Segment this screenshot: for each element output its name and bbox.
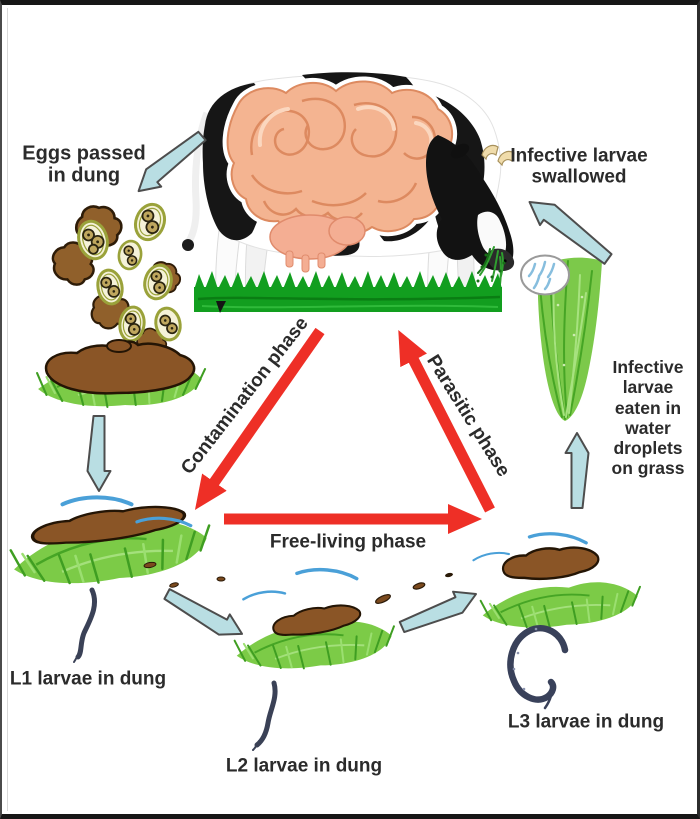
cow-intestines xyxy=(228,81,454,234)
cow-grass-strip xyxy=(194,271,502,313)
dung-pellet-trail xyxy=(375,572,453,604)
l3-larva xyxy=(507,624,569,703)
arrow-l3-to-grass xyxy=(564,432,590,509)
l3-larvae-label: L3 larvae in dung xyxy=(507,711,665,733)
cow-tail xyxy=(185,111,211,243)
l2-station xyxy=(216,565,398,751)
eggs-passed-label: Eggs passed in dung xyxy=(22,142,146,187)
grass-tuft xyxy=(537,257,602,421)
cow-illustration xyxy=(182,72,515,313)
arrow-grass-to-cow xyxy=(528,200,613,265)
dung-pat xyxy=(44,340,196,395)
arrow-l2-to-l3 xyxy=(398,590,477,634)
arrow-l1-to-l2 xyxy=(163,588,244,636)
l2-larva xyxy=(254,680,278,748)
parasitic-phase-arrow xyxy=(398,330,495,513)
contamination-phase-arrow xyxy=(194,327,325,510)
l2-larvae-label: L2 larvae in dung xyxy=(225,755,383,777)
dung-pat-station xyxy=(36,339,207,409)
cow-udder xyxy=(269,214,366,273)
worm-eggs xyxy=(77,202,182,343)
arrow-cow-to-eggs xyxy=(137,130,207,193)
l3-station xyxy=(471,529,644,710)
l1-station xyxy=(7,497,216,663)
eggs-in-dung-cluster xyxy=(43,202,184,360)
infective-eaten-label: Infective larvae eaten in water droplets… xyxy=(611,357,685,479)
life-cycle-scene xyxy=(7,72,644,751)
l1-larvae-label: L1 larvae in dung xyxy=(9,668,167,690)
cow-horn xyxy=(497,150,515,167)
frame-inner-line xyxy=(7,8,8,811)
infective-swallowed-label: Infective larvae swallowed xyxy=(510,145,648,188)
cow-horn xyxy=(481,144,499,161)
water-droplet-oval xyxy=(520,254,570,296)
free-living-phase-label: Free-living phase xyxy=(269,531,427,553)
phase-arrows xyxy=(194,327,495,534)
arrow-eggs-to-l1 xyxy=(86,415,112,492)
l1-larva xyxy=(75,587,98,660)
